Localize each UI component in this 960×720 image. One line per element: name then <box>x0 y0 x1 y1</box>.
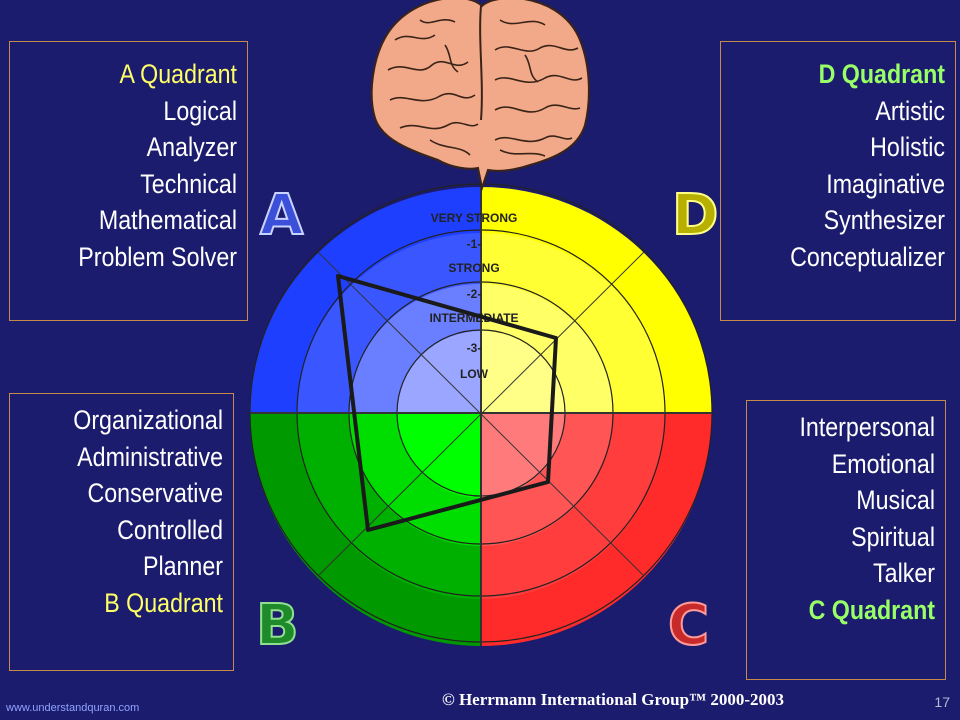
letter-d: D <box>672 183 718 248</box>
quadrant-b-panel: Organizational Administrative Conservati… <box>9 393 234 671</box>
scale-one: -1- <box>467 237 482 251</box>
website-url[interactable]: www.understandquran.com <box>6 702 140 714</box>
scale-very-strong: VERY STRONG <box>431 211 518 225</box>
letter-c: C <box>668 593 709 658</box>
scale-strong: STRONG <box>448 261 499 275</box>
quadrant-letters: A D B C <box>255 182 719 659</box>
quadrant-b-trait: Organizational <box>73 405 224 435</box>
quadrant-c-title: C Quadrant <box>808 594 935 625</box>
quadrant-d-trait: Artistic <box>875 95 945 126</box>
scale-two: -2- <box>467 287 482 301</box>
quadrant-c-trait: Spiritual <box>851 521 935 552</box>
scale-low: LOW <box>460 367 489 381</box>
quadrant-c-trait: Talker <box>873 558 935 588</box>
quadrant-c-trait: Musical <box>856 485 935 515</box>
quadrant-d-trait: Holistic <box>870 132 945 162</box>
quadrant-d-title: D Quadrant <box>818 59 945 89</box>
brain-illustration <box>370 0 590 192</box>
slide-number: 17 <box>934 694 950 710</box>
quadrant-d-trait: Conceptualizer <box>790 241 945 272</box>
quadrant-a-trait: Problem Solver <box>78 241 237 272</box>
quadrant-b-trait: Controlled <box>117 514 223 545</box>
quadrant-b-trait: Planner <box>142 551 223 581</box>
quadrant-a-trait: Analyzer <box>146 132 237 162</box>
quadrant-a-trait: Logical <box>163 95 237 126</box>
quadrant-b-title: B Quadrant <box>104 587 223 618</box>
quadrant-d-panel: D Quadrant Artistic Holistic Imaginative… <box>720 41 956 321</box>
quadrant-a-trait: Technical <box>140 168 237 199</box>
letter-a: A <box>260 183 304 248</box>
axis-lines <box>250 187 712 646</box>
quadrant-c-trait: Emotional <box>831 448 935 479</box>
quadrant-b-trait: Administrative <box>77 441 224 472</box>
quadrant-a-title: A Quadrant <box>119 59 237 89</box>
quadrant-d-trait: Synthesizer <box>823 205 945 235</box>
scale-labels: VERY STRONG -1- STRONG -2- INTERMEDIATE … <box>429 211 518 381</box>
letter-b: B <box>256 593 299 658</box>
quadrant-b-trait: Conservative <box>87 478 223 508</box>
scale-three: -3- <box>467 341 482 355</box>
quadrant-a-panel: A Quadrant Logical Analyzer Technical Ma… <box>9 41 248 321</box>
quadrant-c-panel: Interpersonal Emotional Musical Spiritua… <box>746 400 946 680</box>
copyright-notice: © Herrmann International Group™ 2000-200… <box>442 690 785 709</box>
profile-polygon <box>336 274 558 532</box>
quadrant-c-trait: Interpersonal <box>799 412 935 442</box>
quadrant-a-trait: Mathematical <box>98 205 237 235</box>
quadrant-d-trait: Imaginative <box>826 168 945 199</box>
